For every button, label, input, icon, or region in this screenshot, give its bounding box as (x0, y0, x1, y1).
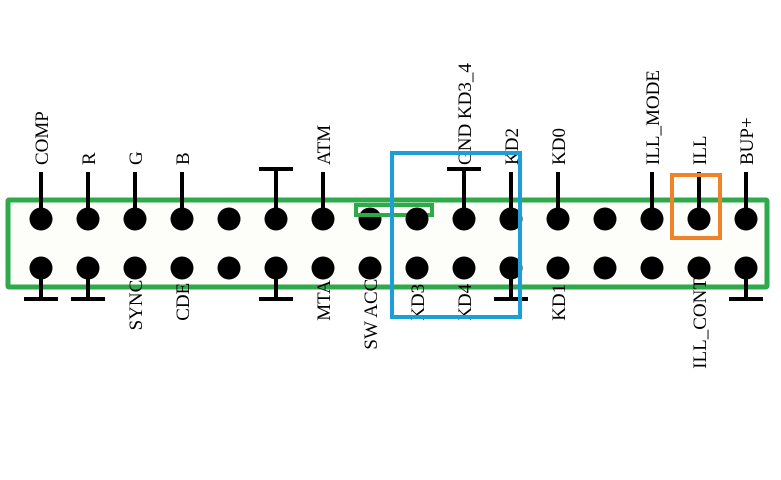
top-label-3: G (126, 151, 147, 165)
top-label-16: BUP+ (737, 117, 758, 165)
highlight-layer (390, 151, 722, 319)
bottom-pin-10 (452, 256, 476, 280)
bottom-pin-8 (358, 256, 382, 280)
bottom-label-9: KD3 (408, 284, 429, 321)
bottom-label-10: KD4 (455, 283, 476, 320)
bottom-pin-3 (123, 256, 147, 280)
top-label-10: GND KD3_4 (455, 63, 476, 165)
bottom-pin-5 (217, 256, 241, 280)
top-label-1: COMP (32, 111, 53, 165)
top-label-7: ATM (314, 125, 335, 165)
bottom-pin-12 (546, 256, 570, 280)
top-pin-9 (405, 207, 429, 231)
bottom-pin-13 (593, 256, 617, 280)
bottom-label-8: SW ACC (361, 279, 382, 350)
bottom-label-12: KD1 (549, 284, 570, 321)
top-label-14: ILL_MODE (643, 70, 664, 165)
bottom-pin-14 (640, 256, 664, 280)
bottom-label-15: ILL_CONT (690, 278, 711, 369)
bottom-label-4: CDE (173, 283, 194, 321)
connector-body (5, 197, 770, 290)
top-pin-13 (593, 207, 617, 231)
top-pin-8 (358, 207, 382, 231)
top-label-4: B (173, 152, 194, 165)
bottom-pin-15 (687, 256, 711, 280)
bottom-pin-7 (311, 256, 335, 280)
top-pin-5 (217, 207, 241, 231)
bottom-pin-9 (405, 256, 429, 280)
bottom-label-7: MTA (314, 280, 335, 321)
bottom-label-3: SYNC (126, 280, 147, 331)
top-label-11: KD2 (502, 128, 523, 165)
pins-layer (24, 167, 763, 301)
top-label-12: KD0 (549, 128, 570, 165)
top-label-15: ILL (690, 135, 711, 165)
kd-pins-highlight (390, 151, 522, 319)
top-label-2: R (79, 152, 100, 165)
bottom-pin-4 (170, 256, 194, 280)
ill-pin-highlight (670, 173, 722, 240)
